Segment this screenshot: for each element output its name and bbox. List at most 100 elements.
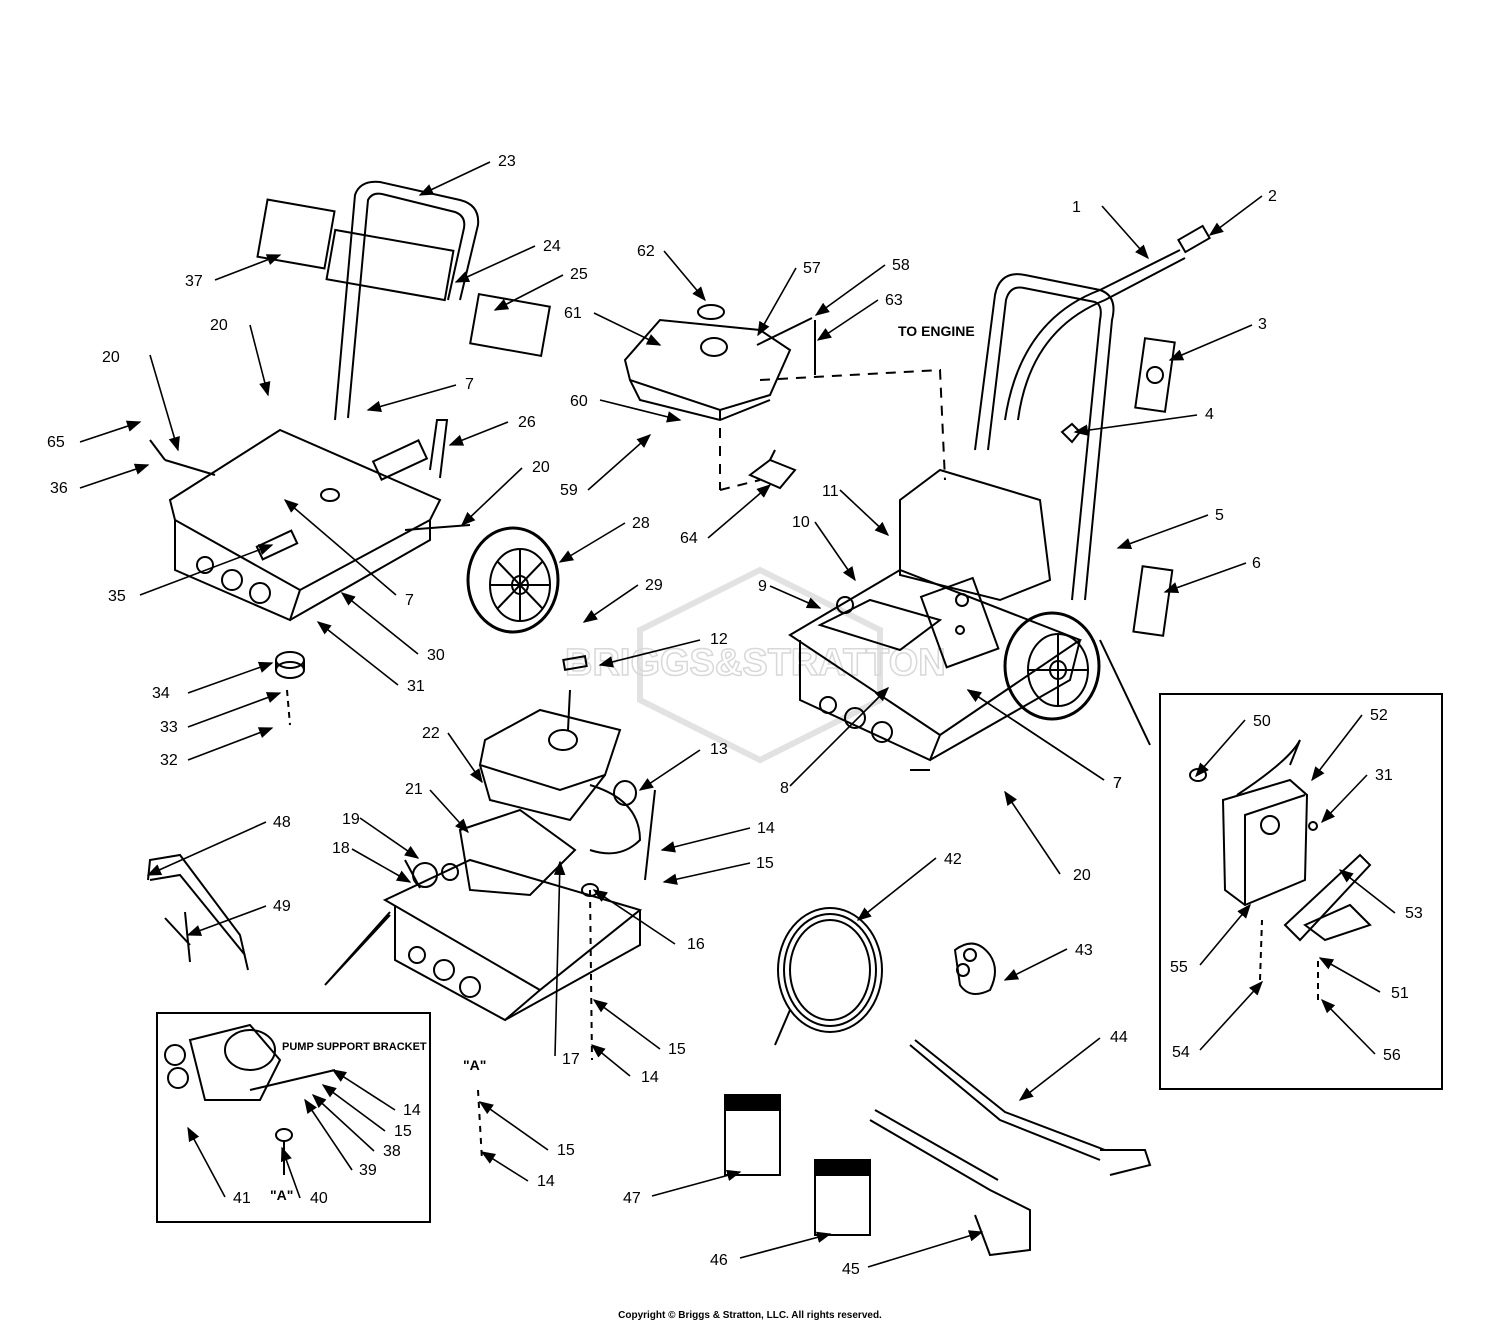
part-callout-18: 18: [332, 840, 412, 883]
inset-control-panel: [1159, 693, 1443, 1090]
fuel-tank: [623, 304, 946, 491]
callout-detail-a-main: "A": [463, 1057, 486, 1073]
part-callout-7: 7: [366, 376, 474, 412]
pressure-washer-assembled: [788, 224, 1211, 771]
part-callout-62: 62: [637, 243, 706, 302]
part-number-49: 49: [273, 898, 291, 915]
callout-pump-support-bracket: PUMP SUPPORT BRACKET: [282, 1041, 427, 1053]
part-callout-52: 52: [1311, 707, 1388, 782]
part-number-52: 52: [1370, 707, 1388, 724]
leader-line-30: [340, 592, 419, 655]
part-number-7: 7: [1113, 775, 1122, 792]
part-number-7: 7: [405, 592, 414, 609]
leader-line-15: [321, 1084, 386, 1132]
part-number-51: 51: [1391, 985, 1409, 1002]
leader-line-5: [1116, 514, 1209, 549]
leader-line-51: [1318, 957, 1381, 993]
leader-line-65: [79, 420, 142, 443]
part-number-1: 1: [1072, 199, 1081, 216]
leader-line-14: [590, 1044, 631, 1077]
part-callout-54: 54: [1172, 980, 1263, 1061]
part-callout-45: 45: [842, 1230, 984, 1278]
leader-line-15: [478, 1101, 549, 1151]
part-callout-15: 15: [478, 1101, 575, 1159]
part-number-14: 14: [757, 820, 775, 837]
leader-line-19: [359, 817, 420, 859]
part-callout-16: 16: [592, 889, 705, 953]
leader-line-40: [280, 1146, 301, 1199]
part-number-42: 42: [944, 851, 962, 868]
leader-line-7: [366, 384, 457, 412]
part-callout-22: 22: [422, 725, 483, 784]
leader-line-52: [1311, 714, 1363, 782]
leader-line-55: [1199, 903, 1251, 966]
part-callout-24: 24: [454, 238, 561, 283]
leader-line-62: [663, 250, 706, 302]
part-number-53: 53: [1405, 905, 1423, 922]
part-number-14: 14: [537, 1173, 555, 1190]
leader-line-46: [739, 1231, 832, 1259]
part-callout-37: 37: [185, 254, 282, 290]
inset-pump-support: [156, 911, 431, 1223]
leader-line-20: [1004, 790, 1061, 875]
part-number-59: 59: [560, 482, 578, 499]
part-callout-23: 23: [418, 153, 516, 196]
part-number-43: 43: [1075, 942, 1093, 959]
part-callout-58: 58: [814, 257, 910, 316]
part-number-35: 35: [108, 588, 126, 605]
part-number-36: 36: [50, 480, 68, 497]
part-number-15: 15: [756, 855, 774, 872]
part-callout-12: 12: [598, 631, 728, 668]
part-number-13: 13: [710, 741, 728, 758]
leader-line-60: [599, 399, 682, 423]
leader-line-29: [582, 584, 639, 623]
part-callout-31: 31: [316, 621, 425, 695]
part-number-38: 38: [383, 1143, 401, 1160]
part-number-23: 23: [498, 153, 516, 170]
part-callout-8: 8: [780, 686, 890, 797]
leader-line-22: [447, 732, 483, 784]
leader-line-49: [186, 905, 267, 936]
part-callout-19: 19: [342, 811, 420, 859]
callout-texts: TO ENGINE PUMP SUPPORT BRACKET "A" "A": [270, 323, 975, 1203]
leader-line-35: [139, 544, 274, 596]
part-callout-15: 15: [321, 1084, 412, 1140]
part-callout-46: 46: [710, 1231, 832, 1269]
part-number-63: 63: [885, 292, 903, 309]
part-number-54: 54: [1172, 1044, 1190, 1061]
part-number-19: 19: [342, 811, 360, 828]
part-number-37: 37: [185, 273, 203, 290]
leader-line-14: [660, 827, 751, 853]
leader-line-20: [460, 467, 523, 526]
part-number-29: 29: [645, 577, 663, 594]
part-callout-14: 14: [590, 1044, 659, 1086]
leader-line-13: [638, 749, 701, 791]
leader-line-57: [757, 267, 797, 337]
part-number-20: 20: [532, 459, 550, 476]
leader-line-36: [79, 463, 150, 489]
part-number-40: 40: [310, 1190, 328, 1207]
part-number-15: 15: [394, 1123, 412, 1140]
part-number-7: 7: [465, 376, 474, 393]
watermark: BRIGGS&STRATTON: [564, 566, 946, 764]
part-callout-21: 21: [405, 781, 469, 834]
part-callout-56: 56: [1320, 998, 1401, 1064]
leader-line-54: [1199, 980, 1263, 1051]
part-callout-49: 49: [186, 898, 291, 936]
part-number-24: 24: [543, 238, 561, 255]
part-callout-26: 26: [448, 414, 536, 446]
part-number-28: 28: [632, 515, 650, 532]
part-number-39: 39: [359, 1162, 377, 1179]
part-labels: 1234567777891011121314141414151515151617…: [47, 153, 1423, 1278]
leader-line-63: [816, 299, 879, 341]
leader-line-44: [1018, 1037, 1101, 1101]
part-callout-32: 32: [160, 727, 274, 769]
part-number-45: 45: [842, 1261, 860, 1278]
part-callout-51: 51: [1318, 957, 1409, 1002]
part-callout-61: 61: [564, 305, 662, 346]
part-number-22: 22: [422, 725, 440, 742]
part-callout-14: 14: [480, 1151, 555, 1190]
leader-line-23: [418, 161, 491, 196]
part-callout-43: 43: [1003, 942, 1093, 981]
